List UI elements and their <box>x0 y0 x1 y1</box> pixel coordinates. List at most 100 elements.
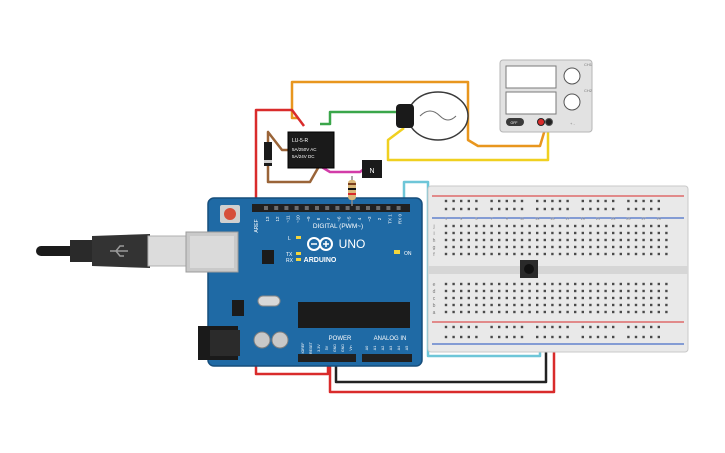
digital-pin-label: 8 <box>316 217 321 220</box>
header-pin[interactable] <box>304 206 309 210</box>
breadboard-column-number: 19 <box>581 217 585 221</box>
breadboard-column-number: 29 <box>657 217 661 221</box>
analog-header-label: ANALOG IN <box>374 336 407 342</box>
breadboard-column-number: 25 <box>626 217 630 221</box>
on-led-label: ON <box>404 251 412 257</box>
breadboard-column-number: 13 <box>535 217 539 221</box>
power-switch[interactable] <box>506 118 524 126</box>
breadboard-column-number: 7 <box>491 217 493 221</box>
negative-terminal[interactable] <box>545 118 553 126</box>
digital-header-pins <box>264 206 401 210</box>
digital-pin-label: ~11 <box>285 215 290 223</box>
breadboard-column-number: 11 <box>520 217 524 221</box>
resistor-arduino[interactable] <box>348 176 356 206</box>
power-header-label: POWER <box>329 336 352 342</box>
breadboard-column-number: 23 <box>611 217 615 221</box>
power-supply-display-1 <box>505 65 557 89</box>
analog-pin-label: A2 <box>381 346 385 350</box>
breadboard-row-label: h <box>433 238 436 244</box>
power-pin-label: RESET <box>309 341 313 354</box>
breadboard-column-number: 27 <box>641 217 645 221</box>
header-pin[interactable] <box>366 206 370 210</box>
relay-label-2: 5A/250V AC <box>292 147 317 152</box>
on-led <box>394 250 400 254</box>
header-pin[interactable] <box>355 206 360 210</box>
analog-pin-label: A5 <box>405 346 409 350</box>
capacitor <box>271 331 289 349</box>
header-pin[interactable] <box>376 206 381 210</box>
aref-label: AREF <box>254 219 260 232</box>
microcontroller-chip <box>298 302 410 328</box>
header-pin[interactable] <box>386 206 391 210</box>
breadboard-column-number: 15 <box>550 217 554 221</box>
reset-button[interactable] <box>224 208 236 220</box>
digital-pin-label: RX 0 <box>398 214 403 225</box>
terminal-label: + - <box>570 121 575 126</box>
transistor-label: N <box>369 168 374 175</box>
arduino-logo-icon <box>307 237 333 251</box>
header-pin[interactable] <box>345 206 350 210</box>
header-pin[interactable] <box>284 206 289 210</box>
digital-pin-label: 12 <box>275 216 280 222</box>
digital-pin-label: ~10 <box>296 215 301 223</box>
analog-pin-label: A1 <box>373 346 377 350</box>
power-supply-knob-1[interactable] <box>563 67 581 85</box>
power-supply-label-ch2: CH2 <box>584 88 593 93</box>
breadboard-row-label: j <box>432 224 434 230</box>
power-pin-label: IOREF <box>301 342 305 354</box>
l-led-label: L <box>288 236 291 242</box>
relay[interactable]: LU-5-R 5A/250V AC 5A/24V DC <box>287 131 335 169</box>
breadboard-column-number: 5 <box>475 217 477 221</box>
digital-pin-label: 13 <box>265 216 270 222</box>
digital-pin-label: ~5 <box>347 216 352 222</box>
analog-header <box>362 354 412 362</box>
power-supply-label-ch1: CH1 <box>584 62 593 67</box>
breadboard-column-number: 21 <box>596 217 600 221</box>
header-pin[interactable] <box>274 206 279 210</box>
breadboard-row-label: a <box>433 310 436 316</box>
push-button[interactable] <box>520 260 538 278</box>
breadboard-column-number: 17 <box>565 217 569 221</box>
digital-pin-label: 2 <box>377 217 382 220</box>
positive-terminal[interactable] <box>537 118 545 126</box>
power-supply-display-2 <box>505 91 557 115</box>
digital-pin-label: ~3 <box>367 216 372 222</box>
power-header <box>298 354 356 362</box>
header-pin[interactable] <box>396 206 401 210</box>
breadboard-row-label: d <box>433 289 436 295</box>
header-pin[interactable] <box>325 206 330 210</box>
power-switch-label: OFF <box>511 121 518 125</box>
power-supply[interactable]: CH1 CH2 OFF + - <box>499 59 593 133</box>
header-digital-label: DIGITAL (PWM~) <box>313 223 363 230</box>
digital-pin-label: TX 1 <box>387 214 392 224</box>
header-pin[interactable] <box>335 206 340 210</box>
power-supply-knob-2[interactable] <box>563 93 581 111</box>
power-pin-label: GND <box>341 344 345 352</box>
breadboard-row-label: e <box>433 282 436 288</box>
header-pin[interactable] <box>294 206 299 210</box>
diode[interactable] <box>264 142 272 166</box>
tx-led-label: TX <box>286 252 293 258</box>
digital-pin-label: ~6 <box>336 216 341 222</box>
header-pin[interactable] <box>315 206 319 210</box>
breadboard-column-number: 1 <box>445 217 447 221</box>
transistor[interactable]: N <box>362 160 382 178</box>
arduino-model: UNO <box>339 237 366 251</box>
digital-pin-label: ~9 <box>306 216 311 222</box>
analog-pin-label: A4 <box>397 346 401 350</box>
light-bulb[interactable] <box>396 91 469 141</box>
wire-red-bottom <box>328 336 556 394</box>
breadboard-column-number: 9 <box>506 217 508 221</box>
breadboard-holes <box>444 199 668 339</box>
header-pin[interactable] <box>264 206 268 210</box>
arduino-brand: ARDUINO <box>304 257 337 264</box>
power-pin-label: GND <box>333 344 337 352</box>
